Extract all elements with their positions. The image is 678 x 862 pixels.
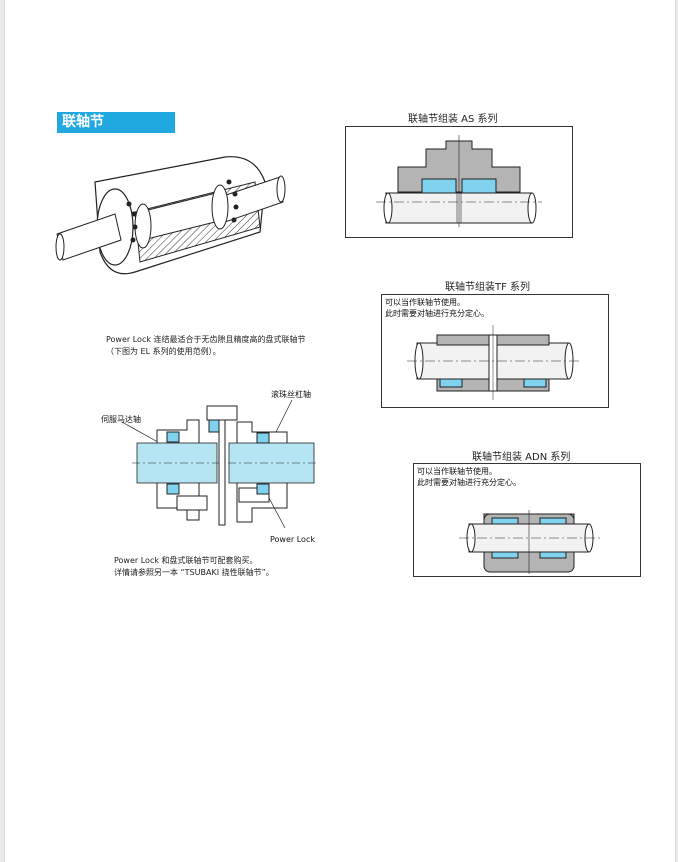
servo-shaft-label: 伺服马达轴 xyxy=(101,415,141,424)
coupling-isometric-illustration xyxy=(55,156,286,275)
bottom-note-line2: 详情请参照另一本 “TSUBAKI 挠性联轴节”。 xyxy=(114,568,274,577)
bottom-note-line1: Power Lock 和盘式联轴节可配套购买。 xyxy=(114,556,258,565)
adn-note-line1: 可以当作联轴节使用。 xyxy=(417,467,497,476)
adn-series-title: 联轴节组装 ADN 系列 xyxy=(472,452,571,463)
section-title: 联轴节 xyxy=(57,112,175,133)
tf-note-line2: 此时需要对轴进行充分定心。 xyxy=(385,309,489,318)
catalog-page: 联轴节 Power Lock 连结最适合于无齿隙且精度高的盘式联轴节 （下图为 … xyxy=(4,0,676,862)
as-series-figure xyxy=(345,126,573,238)
tf-note: 可以当作联轴节使用。 此时需要对轴进行充分定心。 xyxy=(385,297,489,319)
adn-series-figure: 可以当作联轴节使用。 此时需要对轴进行充分定心。 xyxy=(413,463,641,577)
ball-screw-label: 滚珠丝杠轴 xyxy=(271,390,311,399)
tf-note-line1: 可以当作联轴节使用。 xyxy=(385,298,465,307)
as-series-title: 联轴节组装 AS 系列 xyxy=(408,114,498,125)
adn-series-drawing xyxy=(459,510,602,574)
disc-coupling-diagram xyxy=(121,399,317,529)
tf-series-figure: 可以当作联轴节使用。 此时需要对轴进行充分定心。 xyxy=(381,294,609,408)
adn-note-line2: 此时需要对轴进行充分定心。 xyxy=(417,478,521,487)
tf-series-drawing xyxy=(407,325,582,400)
el-description-line1: Power Lock 连结最适合于无齿隙且精度高的盘式联轴节 xyxy=(106,335,306,344)
power-lock-label: Power Lock xyxy=(270,535,315,544)
el-description-line2: （下图为 EL 系列的使用范例）。 xyxy=(106,347,221,356)
as-series-drawing xyxy=(376,135,542,227)
tf-series-title: 联轴节组装TF 系列 xyxy=(445,282,531,293)
adn-note: 可以当作联轴节使用。 此时需要对轴进行充分定心。 xyxy=(417,466,521,488)
